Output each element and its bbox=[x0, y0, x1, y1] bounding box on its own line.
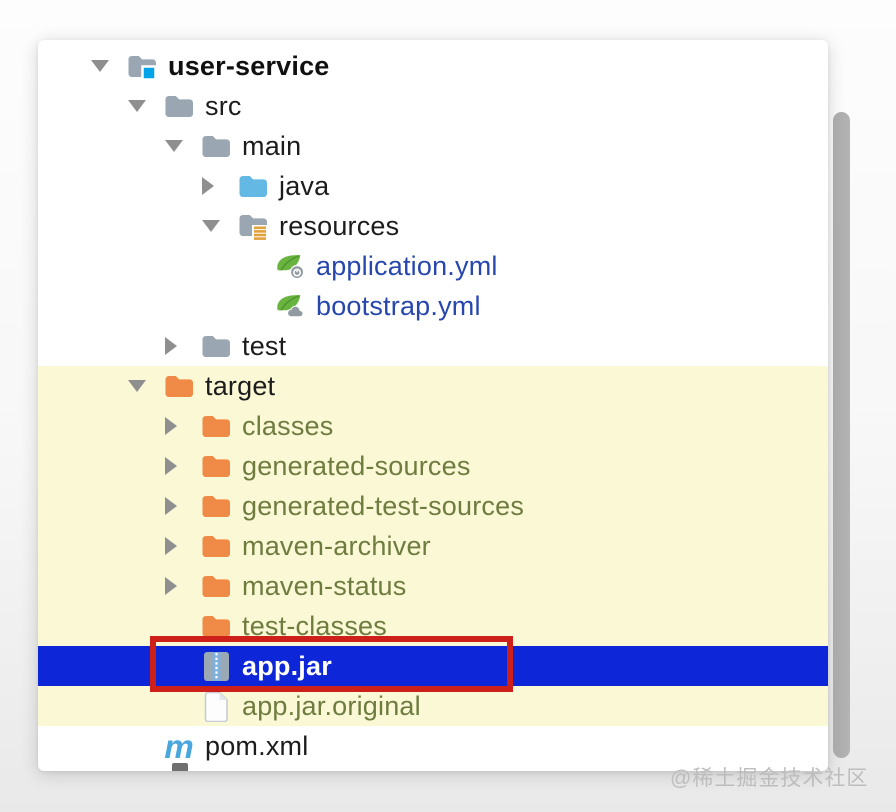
scrollbar-thumb[interactable] bbox=[833, 112, 850, 758]
chevron-right-icon[interactable] bbox=[164, 576, 201, 596]
tree-item-generated-test-sources[interactable]: generated-test-sources bbox=[38, 486, 828, 526]
chevron-right-icon[interactable] bbox=[164, 456, 201, 476]
tree-item-label: test-classes bbox=[242, 610, 387, 641]
chevron-right-icon[interactable] bbox=[201, 176, 238, 196]
chevron-right-icon[interactable] bbox=[164, 536, 201, 556]
tree-item-label: target bbox=[205, 370, 276, 401]
tree-item-application-yml[interactable]: application.yml bbox=[38, 246, 828, 286]
tree-item-app-jar-original[interactable]: app.jar.original bbox=[38, 686, 828, 726]
tree-item-label: resources bbox=[279, 210, 400, 241]
tree-item-classes[interactable]: classes bbox=[38, 406, 828, 446]
chevron-down-icon[interactable] bbox=[127, 99, 164, 113]
folder-orange-icon bbox=[201, 491, 231, 521]
tree-item-label: user-service bbox=[168, 50, 330, 81]
tree-item-pom-xml[interactable]: m pom.xml bbox=[38, 726, 828, 766]
tree-item-label: generated-sources bbox=[242, 450, 471, 481]
folder-orange-icon bbox=[201, 611, 231, 641]
folder-orange-icon bbox=[201, 571, 231, 601]
folder-blue-icon bbox=[238, 171, 268, 201]
spring-cloud-icon bbox=[275, 291, 305, 321]
tree-item-label: main bbox=[242, 130, 302, 161]
tree-item-resources[interactable]: resources bbox=[38, 206, 828, 246]
tree-item-label: application.yml bbox=[316, 250, 498, 281]
clipped-tree-icon bbox=[172, 763, 188, 771]
folder-gray-icon bbox=[201, 131, 231, 161]
tree-item-label: generated-test-sources bbox=[242, 490, 525, 521]
folder-orange-icon bbox=[201, 451, 231, 481]
folder-gray-icon bbox=[164, 91, 194, 121]
chevron-right-icon[interactable] bbox=[164, 416, 201, 436]
maven-icon: m bbox=[164, 727, 194, 765]
jar-archive-icon bbox=[201, 651, 231, 681]
tree-item-target[interactable]: target bbox=[38, 366, 828, 406]
tree-item-label: bootstrap.yml bbox=[316, 290, 481, 321]
tree-item-label: java bbox=[279, 170, 330, 201]
tree-item-main[interactable]: main bbox=[38, 126, 828, 166]
tree-item-src[interactable]: src bbox=[38, 86, 828, 126]
tree-item-label: pom.xml bbox=[205, 730, 309, 761]
spring-boot-icon bbox=[275, 251, 305, 281]
tree-item-label: test bbox=[242, 330, 287, 361]
folder-resources-icon bbox=[238, 211, 268, 241]
tree-item-label: app.jar bbox=[242, 650, 332, 681]
folder-orange-icon bbox=[201, 411, 231, 441]
maven-m-glyph: m bbox=[164, 727, 194, 765]
chevron-right-icon[interactable] bbox=[164, 336, 201, 356]
tree-item-app-jar[interactable]: app.jar bbox=[38, 646, 828, 686]
folder-orange-icon bbox=[201, 531, 231, 561]
annotation-red-box bbox=[150, 636, 513, 692]
chevron-down-icon[interactable] bbox=[201, 219, 238, 233]
tree-item-test[interactable]: test bbox=[38, 326, 828, 366]
tree-item-label: maven-status bbox=[242, 570, 407, 601]
chevron-down-icon[interactable] bbox=[164, 139, 201, 153]
tree-item-label: maven-archiver bbox=[242, 530, 431, 561]
folder-gray-icon bbox=[201, 331, 231, 361]
chevron-right-icon[interactable] bbox=[164, 496, 201, 516]
tree-item-bootstrap-yml[interactable]: bootstrap.yml bbox=[38, 286, 828, 326]
tree-item-maven-status[interactable]: maven-status bbox=[38, 566, 828, 606]
tree-item-label: app.jar.original bbox=[242, 690, 421, 721]
tree-item-label: src bbox=[205, 90, 242, 121]
tree-item-user-service[interactable]: user-service bbox=[38, 46, 828, 86]
watermark-text: @稀土掘金技术社区 bbox=[670, 767, 869, 790]
module-folder-icon bbox=[127, 51, 157, 81]
chevron-down-icon[interactable] bbox=[127, 379, 164, 393]
tree-item-java[interactable]: java bbox=[38, 166, 828, 206]
file-plain-icon bbox=[201, 691, 231, 722]
tree-item-label: classes bbox=[242, 410, 334, 441]
chevron-down-icon[interactable] bbox=[90, 59, 127, 73]
folder-orange-icon bbox=[164, 371, 194, 401]
tree-item-generated-sources[interactable]: generated-sources bbox=[38, 446, 828, 486]
tree-item-maven-archiver[interactable]: maven-archiver bbox=[38, 526, 828, 566]
